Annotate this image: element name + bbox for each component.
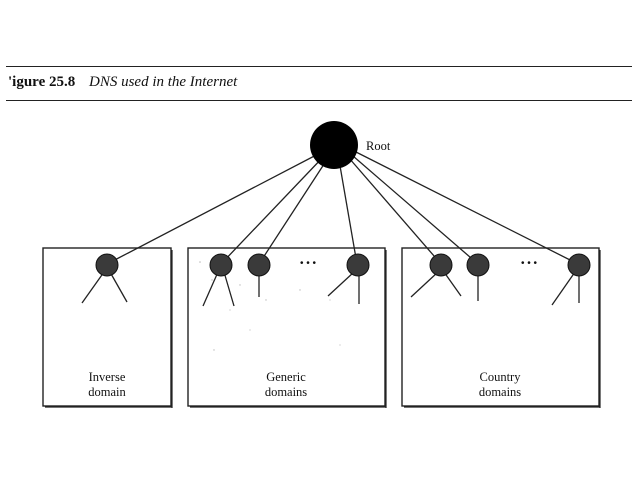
top-rule	[6, 66, 632, 67]
generic-domains-box	[187, 247, 386, 407]
stub-inverse-right	[109, 271, 128, 303]
country-node-2	[466, 253, 490, 277]
root-node	[310, 121, 358, 169]
stub-inverse-left	[81, 271, 105, 304]
stub-country-1-left	[410, 271, 439, 298]
generic-node-1	[209, 253, 233, 277]
edge-root-country-3	[355, 151, 579, 265]
country-domains-label: Country domains	[440, 370, 560, 400]
edge-root-generic-3	[338, 159, 358, 265]
generic-domains-line1: Generic	[266, 370, 306, 384]
caption-rule	[6, 100, 632, 101]
generic-node-2	[247, 253, 271, 277]
inverse-domain-box	[42, 247, 172, 407]
inverse-domain-line2: domain	[88, 385, 126, 399]
edge-root-country-2	[352, 155, 479, 265]
country-node-1	[429, 253, 453, 277]
root-label: Root	[366, 139, 391, 153]
inverse-node	[95, 253, 119, 277]
country-domains-line1: Country	[479, 370, 521, 384]
edge-root-generic-2	[258, 157, 329, 265]
country-node-3	[567, 253, 591, 277]
ellipsis-country: • • •	[520, 258, 538, 269]
figure-title: DNS used in the Internet	[88, 74, 238, 90]
stub-generic-1-left	[202, 271, 219, 307]
stub-country-3-left	[551, 271, 576, 306]
stub-country-1-right	[443, 271, 462, 297]
figure-caption: 'igure 25.8 DNS used in the Internet	[8, 74, 237, 91]
generic-domains-line2: domains	[264, 385, 308, 399]
country-domains-box	[401, 247, 600, 407]
ellipsis-generic: • • •	[299, 258, 317, 269]
edge-root-generic-1	[220, 154, 326, 265]
inverse-domain-line1: Inverse	[88, 370, 126, 384]
inverse-domain-label: Inverse domain	[47, 370, 167, 400]
stub-generic-1-right	[223, 271, 235, 307]
edge-root-inverse	[106, 151, 323, 265]
generic-node-3	[346, 253, 370, 277]
figure-number: 'igure 25.8	[8, 74, 76, 90]
stub-generic-3-left	[327, 271, 355, 297]
edge-root-country-1	[348, 157, 442, 265]
generic-domains-label: Generic domains	[226, 370, 346, 400]
country-domains-line2: domains	[478, 385, 522, 399]
